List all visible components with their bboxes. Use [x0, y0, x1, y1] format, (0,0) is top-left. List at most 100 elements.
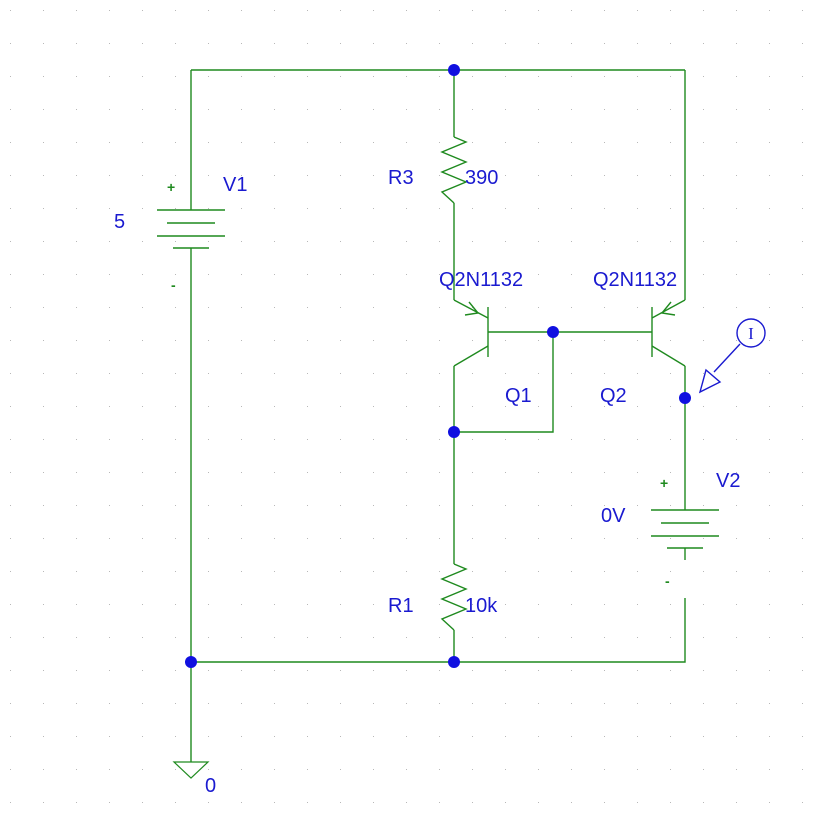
grid-dot [208, 571, 209, 572]
grid-dot [175, 439, 176, 440]
grid-dot [406, 340, 407, 341]
grid-dot [472, 307, 473, 308]
grid-dot [802, 307, 803, 308]
grid-dot [538, 109, 539, 110]
grid-dot [802, 538, 803, 539]
grid-dot [505, 637, 506, 638]
grid-dot [340, 307, 341, 308]
grid-dot [604, 703, 605, 704]
grid-dot [802, 175, 803, 176]
grid-dot [373, 43, 374, 44]
grid-dot [208, 472, 209, 473]
grid-dot [703, 538, 704, 539]
grid-dot [307, 637, 308, 638]
grid-dot [307, 604, 308, 605]
grid-dot [241, 604, 242, 605]
grid-dot [340, 175, 341, 176]
grid-dot [43, 505, 44, 506]
grid-dot [340, 406, 341, 407]
grid-dot [76, 241, 77, 242]
grid-dot [505, 10, 506, 11]
grid-dot [736, 439, 737, 440]
grid-dot [769, 340, 770, 341]
grid-dot [175, 505, 176, 506]
grid-dot [43, 109, 44, 110]
grid-dot [505, 373, 506, 374]
grid-dot [241, 439, 242, 440]
grid-dot [406, 604, 407, 605]
grid-dot [802, 637, 803, 638]
v2-plus-label: + [660, 475, 668, 491]
grid-dot [142, 472, 143, 473]
grid-dot [373, 241, 374, 242]
grid-dot [736, 802, 737, 803]
grid-dot [208, 505, 209, 506]
grid-dot [373, 373, 374, 374]
grid-dot [109, 274, 110, 275]
grid-dot [736, 637, 737, 638]
grid-dot [340, 571, 341, 572]
grid-dot [802, 472, 803, 473]
grid-dot [406, 802, 407, 803]
grid-dot [637, 142, 638, 143]
grid-dot [670, 637, 671, 638]
grid-dot [439, 142, 440, 143]
grid-dot [406, 373, 407, 374]
grid-dot [142, 736, 143, 737]
grid-dot [109, 241, 110, 242]
grid-dot [472, 538, 473, 539]
grid-dot [175, 670, 176, 671]
grid-dot [340, 76, 341, 77]
grid-dot [109, 472, 110, 473]
current-probe-symbol: I [748, 324, 754, 343]
grid-dot [769, 703, 770, 704]
grid-dot [472, 175, 473, 176]
resistor-r3 [440, 136, 468, 204]
v1-plus-label: + [167, 179, 175, 195]
grid-dot [472, 439, 473, 440]
grid-dot [10, 538, 11, 539]
grid-dot [604, 736, 605, 737]
grid-dot [340, 802, 341, 803]
grid-dot [472, 670, 473, 671]
grid-dot [340, 604, 341, 605]
grid-dot [10, 109, 11, 110]
grid-dot [637, 736, 638, 737]
grid-dot [373, 208, 374, 209]
grid-dot [373, 703, 374, 704]
grid-dot [109, 109, 110, 110]
r1-name-label: R1 [388, 595, 414, 617]
grid-dot [208, 604, 209, 605]
grid-dot [538, 637, 539, 638]
grid-dot [76, 175, 77, 176]
grid-dot [637, 505, 638, 506]
grid-dot [505, 571, 506, 572]
grid-dot [406, 208, 407, 209]
grid-dot [10, 208, 11, 209]
grid-dot [571, 604, 572, 605]
grid-dot [241, 802, 242, 803]
grid-dot [373, 505, 374, 506]
grid-dot [76, 10, 77, 11]
grid-dot [769, 736, 770, 737]
grid-dot [307, 703, 308, 704]
grid-dot [604, 340, 605, 341]
grid-dot [406, 703, 407, 704]
grid-dot [604, 76, 605, 77]
grid-dot [505, 802, 506, 803]
grid-dot [538, 670, 539, 671]
grid-dot [175, 142, 176, 143]
grid-dot [604, 274, 605, 275]
grid-dot [208, 109, 209, 110]
grid-dot [637, 109, 638, 110]
grid-dot [703, 670, 704, 671]
grid-dot [637, 208, 638, 209]
current-probe[interactable]: I [698, 318, 766, 394]
grid-dot [43, 10, 44, 11]
grid-dot [142, 406, 143, 407]
grid-dot [241, 10, 242, 11]
grid-dot [274, 175, 275, 176]
grid-dot [142, 241, 143, 242]
grid-dot [43, 637, 44, 638]
grid-dot [637, 604, 638, 605]
